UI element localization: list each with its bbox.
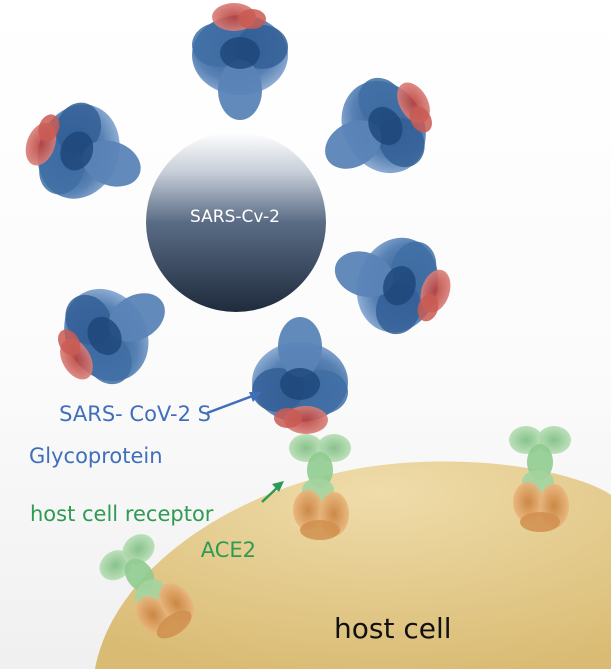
spike-protein-left [13, 88, 157, 219]
virus-label: SARS-Cv-2 [190, 207, 280, 227]
host-cell-label: host cell [334, 612, 452, 645]
spike-pointer-arrow [206, 392, 262, 415]
receptor-pointer-arrow [261, 481, 284, 503]
spike-protein-right [320, 219, 462, 347]
spike-label-line2: Glycoprotein [29, 444, 163, 468]
spike-protein-bottom-left [37, 260, 187, 403]
virus-particle [146, 132, 326, 312]
host-cell [95, 461, 611, 669]
spike-label-line1: SARS- CoV-2 S [59, 402, 211, 426]
spike-protein-bound [252, 317, 348, 434]
spike-protein-top-right [303, 59, 453, 202]
spike-protein-top [192, 3, 288, 120]
receptor-label-line2: ACE2 [200, 538, 256, 562]
receptor-label-line1: host cell receptor [30, 502, 214, 526]
